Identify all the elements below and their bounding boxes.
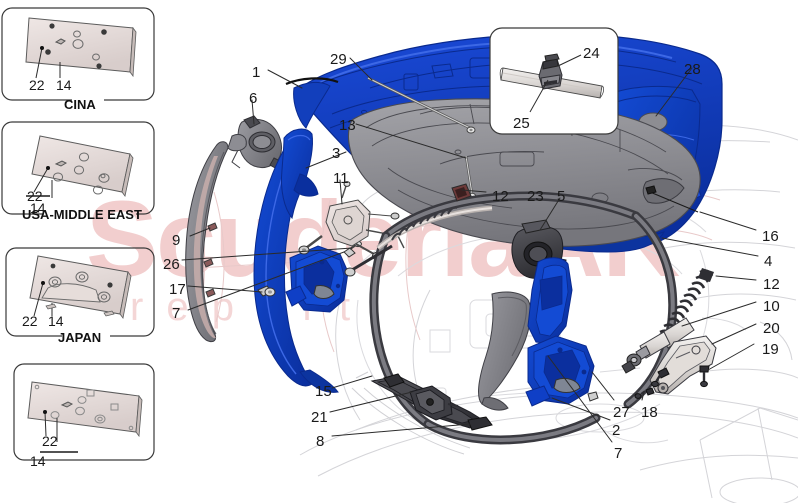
plate-box-usa-middle-east [1,121,155,215]
callout-number-12: 12 [763,276,780,293]
plate-number-usa-14: 14 [30,200,46,216]
plate-box-japan [5,247,155,337]
grey-vertical-strut [478,291,532,411]
plate-box-standard [13,363,155,461]
callout-number-17: 17 [169,281,186,298]
blue-weatherstrip-arc [253,128,339,393]
callout-number-9: 9 [172,232,181,249]
part-6-grommet-bracket [231,115,283,171]
plate-box-label-cina: CINA [64,97,96,112]
callout-number-28: 28 [684,61,701,78]
callout-number-16: 16 [762,228,779,245]
callout-number-3: 3 [332,145,341,162]
callout-number-18: 18 [641,404,658,421]
callout-number-2: 2 [612,422,621,439]
plate-number-cina-14: 14 [56,77,72,93]
callout-number-20: 20 [763,320,780,337]
plate-number-standard-22: 22 [42,433,58,449]
callout-number-11: 11 [333,170,349,187]
plate-box-cina [1,7,155,101]
rubber-seal-cable-loop [369,183,678,445]
callout-number-1: 1 [252,64,261,81]
callout-number-6: 6 [249,90,258,107]
callout-number-24: 24 [583,45,600,62]
callout-number-7: 7 [172,305,181,322]
blue-latch-assembly-bottom [525,257,599,407]
plate-box-label-usa-middle-east: USA-MIDDLE EAST [22,207,142,222]
plate-number-japan-22: 22 [22,313,38,329]
callout-number-25: 25 [513,115,530,132]
callout-number-4: 4 [764,253,773,270]
inner-cable-with-spring [344,205,493,277]
callout-number-26: 26 [163,256,180,273]
plate-number-japan-14: 14 [48,313,64,329]
callout-number-5: 5 [557,188,566,205]
part-8-21-striker-trim [351,371,493,455]
blue-latch-assembly-left [257,240,362,313]
screw-29 [367,76,476,134]
callout-leader-lines [181,57,759,443]
callout-number-15: 15 [315,383,332,400]
callout-number-13: 13 [339,117,356,134]
callout-number-27: 27 [613,404,630,421]
callout-number-12: 12 [492,188,509,205]
leader-24 [557,54,582,67]
callout-number-29: 29 [330,51,347,68]
gas-strut-assembly [621,268,717,399]
leader-25 [529,79,549,113]
callout-number-19: 19 [762,341,779,358]
trim-arc-shadow [193,156,218,339]
callout-number-8: 8 [316,433,325,450]
inset-detail-box [489,27,619,135]
callout-number-21: 21 [311,409,328,426]
callout-number-7: 7 [614,445,623,462]
plate-number-cina-22: 22 [29,77,45,93]
callout-number-23: 23 [527,188,544,205]
plate-box-label-japan: JAPAN [58,330,102,345]
plate-number-standard-14: 14 [30,453,46,469]
callout-number-10: 10 [763,298,780,315]
plate-number-usa-22: 22 [27,188,43,204]
